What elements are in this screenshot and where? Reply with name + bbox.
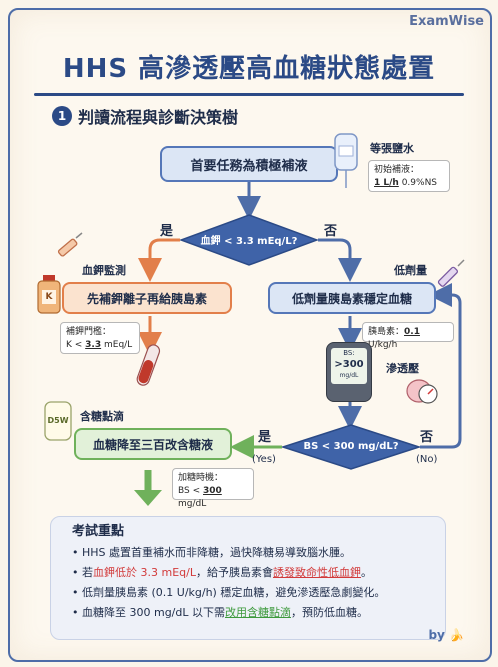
signature: by 🍌 bbox=[428, 628, 464, 642]
meter-unit: mg/dL bbox=[339, 372, 359, 379]
saline-note-value: 1 L/h 0.9%NS bbox=[374, 177, 444, 190]
k-bottle-icon bbox=[37, 275, 61, 314]
key-point-1: • HHS 處置首重補水而非降糖，過快降糖易導致腦水腫。 bbox=[72, 544, 351, 560]
blood-tube-icon bbox=[136, 344, 161, 386]
low-dose-label: 低劑量 bbox=[394, 264, 427, 277]
syringe-icon bbox=[57, 232, 83, 257]
kp2-a: • 若 bbox=[72, 566, 93, 579]
key-points-title: 考試重點 bbox=[72, 524, 125, 539]
key-point-4: • 血糖降至 300 mg/dL 以下需改用含糖點滴，預防低血糖。 bbox=[72, 604, 368, 620]
key-point-3-text: • 低劑量胰島素 (0.1 U/kg/h) 穩定血糖，避免滲透壓急劇變化。 bbox=[72, 586, 386, 599]
kp4-b: ，預防低血糖。 bbox=[290, 606, 368, 619]
k-threshold-note: 補鉀門檻： K < 3.3 mEq/L bbox=[60, 322, 140, 354]
saline-note: 初始補液： 1 L/h 0.9%NS bbox=[368, 160, 450, 192]
low-dose-insulin-box: 低劑量胰島素穩定血糖 bbox=[268, 282, 436, 314]
start-task-box: 首要任務為積極補液 bbox=[160, 146, 338, 182]
decision1-yes-label: 是 bbox=[160, 224, 174, 239]
glucose-drip-label: 含糖點滴 bbox=[80, 410, 124, 423]
sugar-timing-note: 加糖時機： BS < 300 mg/dL bbox=[172, 468, 254, 509]
section-number: 1 bbox=[52, 106, 72, 126]
page-title: HHS 高滲透壓高血糖狀態處置 bbox=[62, 54, 436, 84]
title-underline bbox=[34, 93, 464, 96]
arrow-no2-loop bbox=[420, 283, 462, 449]
kp2-warning: 誘發致命性低血鉀 bbox=[272, 566, 361, 579]
arrow-no-to-right bbox=[318, 238, 362, 282]
kp4-a: • 血糖降至 300 mg/dL 以下需 bbox=[72, 606, 225, 619]
decision2-yes-label: 是 bbox=[258, 430, 272, 445]
meter-value: >300 bbox=[334, 359, 364, 370]
sugar-note-unit: mg/dL bbox=[178, 499, 207, 509]
decision2-no-label: 否 bbox=[420, 430, 434, 445]
kp2-c: 。 bbox=[360, 566, 372, 579]
glucose-meter-screen: BS: >300 mg/dL bbox=[331, 348, 367, 384]
insulin-syringe-icon bbox=[437, 259, 465, 287]
k-note-prefix: K < bbox=[66, 340, 86, 350]
switch-to-dextrose-box: 血糖降至三百改含糖液 bbox=[74, 428, 232, 460]
decision1-no-label: 否 bbox=[324, 224, 338, 239]
saline-rate: 1 L/h bbox=[374, 178, 399, 188]
k-note-unit: mEq/L bbox=[101, 340, 133, 350]
decision2-yes-en: (Yes) bbox=[252, 454, 276, 465]
kp2-b: ，給予胰島素會 bbox=[195, 566, 273, 579]
arrow-yes-to-left bbox=[138, 238, 180, 282]
insulin-note-value: 0.1 bbox=[404, 327, 420, 337]
saline-note-label: 初始補液： bbox=[374, 165, 420, 175]
brain-gauge-icon bbox=[406, 379, 438, 404]
kp2-highlight: 血鉀低於 3.3 mEq/L bbox=[93, 566, 196, 579]
sugar-note-number: 300 bbox=[203, 486, 222, 496]
kp4-highlight: 改用含糖點滴 bbox=[224, 606, 291, 619]
k-note-label: 補鉀門檻： bbox=[66, 327, 112, 337]
brand-label: ExamWise bbox=[409, 14, 484, 29]
insulin-dose-note: 胰島素：0.1 U/kg/h bbox=[362, 322, 454, 350]
saline-label: 等張鹽水 bbox=[370, 142, 414, 155]
decision2-no-en: (No) bbox=[416, 454, 438, 465]
k-monitor-label: 血鉀監測 bbox=[82, 264, 126, 277]
insulin-note-label: 胰島素： bbox=[368, 327, 405, 337]
k-bottle-label: K bbox=[45, 292, 53, 302]
osmolality-label: 滲透壓 bbox=[386, 362, 419, 375]
key-points-box bbox=[50, 516, 446, 640]
decision2-diamond bbox=[282, 424, 420, 470]
key-point-1-text: • HHS 處置首重補水而非降糖，過快降糖易導致腦水腫。 bbox=[72, 546, 352, 559]
d5w-bag-label: D5W bbox=[47, 416, 69, 425]
key-point-2: • 若血鉀低於 3.3 mEq/L，給予胰島素會誘發致命性低血鉀。 bbox=[72, 564, 372, 580]
sugar-note-label: 加糖時機： bbox=[178, 473, 224, 483]
decision2-text: BS < 300 mg/dL? bbox=[303, 441, 399, 452]
meter-label: BS: bbox=[343, 349, 355, 357]
d5w-bag-icon bbox=[44, 401, 72, 441]
decision1-text: 血鉀 < 3.3 mEq/L? bbox=[200, 236, 298, 247]
potassium-first-box: 先補鉀離子再給胰島素 bbox=[62, 282, 232, 314]
insulin-note-unit: U/kg/h bbox=[368, 340, 398, 350]
saline-bag-icon bbox=[334, 133, 358, 188]
saline-fluid: 0.9%NS bbox=[401, 178, 438, 188]
k-note-value: K < 3.3 mEq/L bbox=[66, 339, 134, 352]
decision1-diamond bbox=[180, 214, 318, 266]
sugar-note-value: BS < 300 mg/dL bbox=[178, 485, 248, 511]
k-note-number: 3.3 bbox=[85, 340, 102, 350]
section-title: 判讀流程與診斷決策樹 bbox=[78, 108, 239, 127]
key-point-3: • 低劑量胰島素 (0.1 U/kg/h) 穩定血糖，避免滲透壓急劇變化。 bbox=[72, 584, 385, 600]
sugar-note-prefix: BS < bbox=[178, 486, 203, 496]
